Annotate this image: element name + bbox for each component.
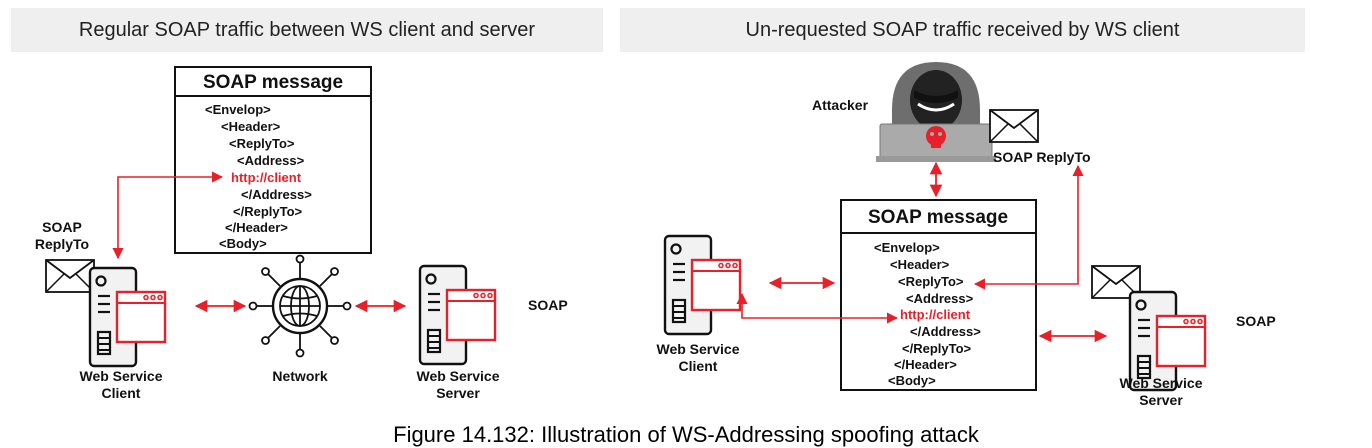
client-label: Web Service (656, 341, 739, 357)
xml-line: <Body> (219, 236, 267, 251)
reply-to-arrow (112, 171, 224, 260)
xml-line: <Envelop> (874, 240, 940, 255)
xml-line: <Address> (906, 291, 974, 306)
right-soap-message-box: SOAP message <Envelop> <Header> <ReplyTo… (840, 199, 1037, 391)
server-label: Server (1139, 392, 1183, 408)
envelope-icon (989, 109, 1039, 143)
left-soap-message-box: SOAP message <Envelop> <Header> <ReplyTo… (174, 66, 372, 254)
xml-line: <Header> (221, 119, 281, 134)
reply-to-redirect-arrow (973, 164, 1084, 290)
xml-address-url: http://client (231, 170, 302, 185)
client-label: Web Service (79, 368, 162, 384)
reply-to-label: SOAP ReplyTo (993, 149, 1091, 165)
figure-caption: Figure 14.132: Illustration of WS-Addres… (393, 422, 979, 447)
soap-box-title: SOAP message (203, 72, 343, 93)
xml-line: <Body> (888, 373, 936, 388)
server-label: Web Service (1119, 375, 1202, 391)
reply-to-label: ReplyTo (35, 236, 89, 252)
server-label: Server (436, 385, 480, 401)
xml-line: <ReplyTo> (229, 136, 295, 151)
right-panel-heading: Un-requested SOAP traffic received by WS… (620, 8, 1305, 52)
client-server-icon (88, 266, 167, 368)
attacker-hacker-icon (876, 62, 996, 162)
xml-line: <Header> (890, 257, 950, 272)
left-panel-heading: Regular SOAP traffic between WS client a… (11, 8, 603, 52)
attacker-label: Attacker (812, 97, 869, 113)
soap-box-title: SOAP message (868, 207, 1008, 228)
server-soap-label: SOAP (1236, 313, 1276, 329)
xml-line: </Header> (225, 220, 288, 235)
diagram-canvas: SOAP message <Envelop> <Header> <ReplyTo… (35, 62, 1276, 408)
xml-line: <Envelop> (205, 102, 271, 117)
address-to-client-arrow (736, 292, 899, 324)
network-label: Network (272, 368, 327, 384)
server-label: Web Service (416, 368, 499, 384)
client-server-icon (663, 234, 742, 336)
web-service-server-icon (418, 264, 497, 366)
network-globe-icon (248, 254, 352, 358)
xml-line: </ReplyTo> (233, 204, 303, 219)
reply-to-label: SOAP (42, 219, 82, 235)
xml-line: </Address> (241, 187, 312, 202)
server-soap-label: SOAP (528, 297, 568, 313)
xml-address-url: http://client (900, 307, 971, 322)
xml-line: <Address> (237, 153, 305, 168)
xml-line: </Address> (910, 324, 981, 339)
xml-line: <ReplyTo> (898, 274, 964, 289)
xml-line: </ReplyTo> (902, 341, 972, 356)
client-label: Client (679, 358, 718, 374)
envelope-icon (45, 259, 95, 293)
xml-line: </Header> (894, 357, 957, 372)
client-label: Client (102, 385, 141, 401)
